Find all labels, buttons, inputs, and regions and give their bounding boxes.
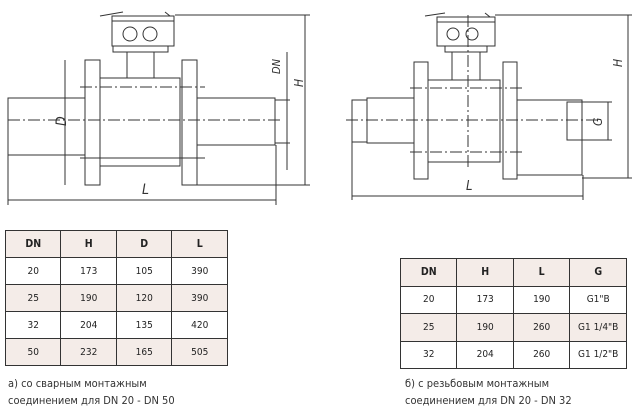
cell: 20 [399, 285, 458, 314]
cell: 204 [456, 340, 514, 369]
cell: 204 [60, 311, 117, 339]
cell: 232 [60, 338, 117, 366]
cell: 505 [171, 338, 228, 366]
welded-flowmeter-drawing: D L DN H [7, 11, 310, 205]
cell: 32 [399, 340, 458, 369]
cell: 390 [171, 257, 228, 285]
cell: 25 [399, 313, 458, 342]
cell: 105 [115, 257, 173, 285]
dim-label-L: L [142, 182, 149, 198]
cell: 25 [4, 284, 62, 312]
header-cell: D [115, 230, 173, 258]
cell: 32 [4, 311, 62, 339]
threaded-flowmeter-drawing: G L H [346, 12, 632, 200]
header-cell: DN [4, 230, 62, 258]
cell: G1"B [569, 285, 627, 314]
cell: 190 [60, 284, 117, 312]
dim-label-DN: DN [270, 58, 283, 74]
header-cell: H [456, 258, 514, 287]
cell: 260 [512, 340, 571, 369]
dim-label-L: L [466, 179, 473, 194]
cell: G1 1/2"B [569, 340, 627, 369]
cell: 420 [171, 311, 228, 339]
header-cell: DN [399, 258, 458, 287]
cell: 20 [4, 257, 62, 285]
caption-line: соединением для DN 20 - DN 50 [8, 394, 175, 407]
cell: 173 [456, 285, 514, 314]
dim-label-D: D [54, 116, 70, 126]
cell: 165 [115, 338, 173, 366]
dim-label-H: H [292, 79, 306, 87]
cell: G1 1/4"B [569, 313, 627, 342]
cell: 260 [512, 313, 571, 342]
table-header-row: DN H D L [4, 230, 228, 258]
cell: 190 [512, 285, 571, 314]
table-header-row: DN H L G [399, 258, 627, 287]
header-cell: G [569, 258, 627, 287]
caption-welded: а) со сварным монтажным соединением для … [8, 375, 175, 409]
caption-line: б) с резьбовым монтажным [405, 377, 550, 390]
cell: 50 [4, 338, 62, 366]
dim-label-G: G [591, 118, 605, 126]
caption-threaded: б) с резьбовым монтажным соединением для… [405, 375, 572, 409]
cell: 173 [60, 257, 117, 285]
caption-line: а) со сварным монтажным [8, 377, 147, 390]
flowmeter-drawings: D L DN H G L H [7, 11, 632, 205]
cell: 190 [456, 313, 514, 342]
header-cell: H [60, 230, 117, 258]
caption-line: соединением для DN 20 - DN 32 [405, 394, 572, 407]
cell: 120 [115, 284, 173, 312]
header-cell: L [512, 258, 571, 287]
dim-label-H: H [611, 59, 625, 67]
header-cell: L [171, 230, 228, 258]
cell: 390 [171, 284, 228, 312]
cell: 135 [115, 311, 173, 339]
